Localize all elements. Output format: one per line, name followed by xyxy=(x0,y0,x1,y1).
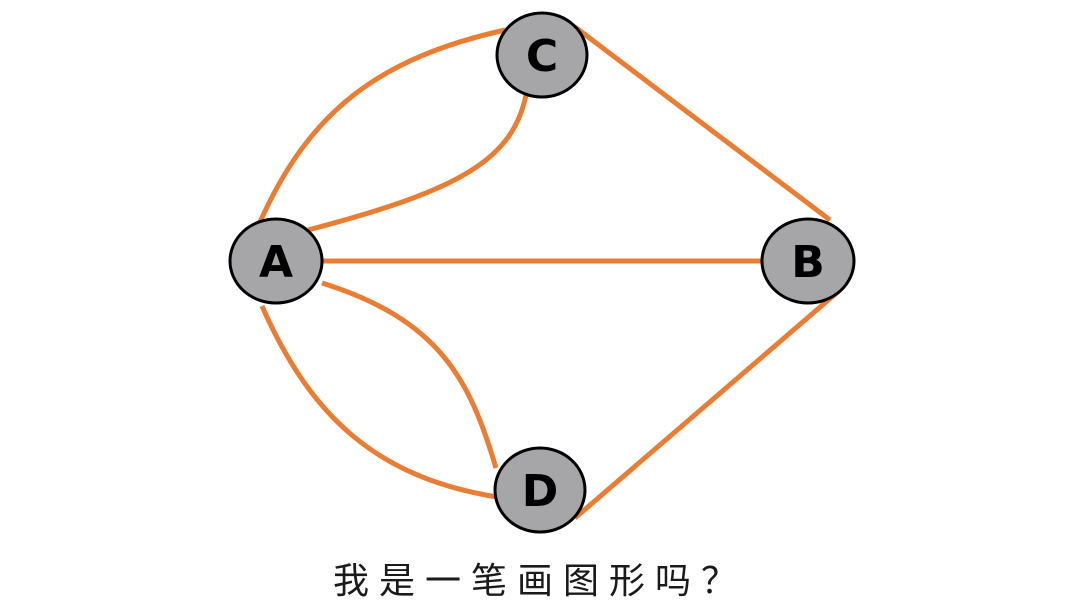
caption-question: 我是一笔画图形吗？ xyxy=(332,561,747,602)
edges-group xyxy=(257,25,842,520)
edge-a-d-outer xyxy=(259,304,498,500)
node-b-label: B xyxy=(791,237,825,288)
node-d: D xyxy=(493,446,587,534)
nodes-group: A B C D xyxy=(228,11,856,534)
edge-a-d-inner xyxy=(321,280,499,469)
node-c: C xyxy=(495,11,589,99)
edge-c-b xyxy=(573,25,832,222)
node-a: A xyxy=(228,217,324,305)
edge-a-c-outer xyxy=(257,27,506,224)
node-a-label: A xyxy=(259,237,293,288)
node-d-label: D xyxy=(522,466,559,517)
edge-a-c-inner xyxy=(307,89,530,233)
node-b: B xyxy=(760,217,856,305)
node-c-label: C xyxy=(526,31,558,82)
edge-d-b xyxy=(573,288,842,520)
